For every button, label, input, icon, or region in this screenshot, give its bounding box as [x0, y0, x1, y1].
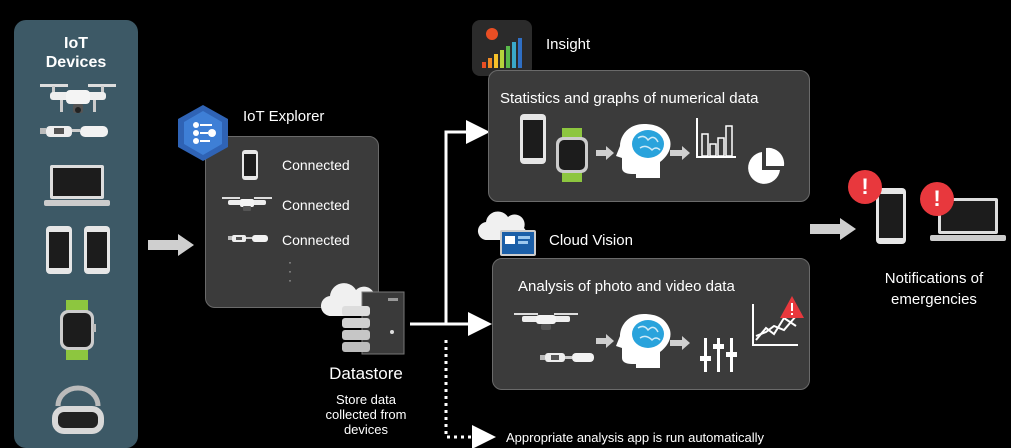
insight-panel-title: Statistics and graphs of numerical data — [500, 90, 759, 107]
smartwatch-icon — [60, 300, 96, 360]
cv-glasses-icon — [540, 353, 594, 362]
insight-arrow-2 — [670, 146, 690, 160]
cloud-vision-title: Cloud Vision — [549, 232, 633, 249]
ellipsis-dots: ··· — [288, 255, 292, 287]
insight-app-icon — [472, 20, 532, 76]
iot-devices-title: IoT Devices — [45, 35, 107, 71]
brain-icon — [616, 124, 671, 178]
anomaly-line-chart-icon — [752, 304, 798, 346]
arrow-to-explorer — [148, 234, 194, 256]
insight-phone-icon — [520, 114, 546, 164]
warning-triangle-icon — [780, 296, 804, 318]
iot-explorer-logo-icon — [178, 105, 228, 161]
datastore-description: Store data collected from devices — [325, 392, 407, 437]
alert-badge-icon: ! — [848, 170, 882, 204]
insight-title: Insight — [546, 36, 591, 53]
notification-laptop-icon — [930, 198, 1006, 241]
vr-headset-icon — [52, 385, 104, 434]
iot-explorer-title: IoT Explorer — [243, 108, 325, 125]
insight-arrow-1 — [596, 146, 614, 160]
alert-badge-icon: ! — [920, 182, 954, 216]
footer-note: Appropriate analysis app is run automati… — [506, 430, 764, 445]
laptop-icon — [44, 165, 110, 206]
tablet-phone-icon — [84, 226, 110, 274]
iot-devices-panel: IoT Devices — [14, 20, 138, 448]
drone-icon — [40, 84, 116, 113]
explorer-row-status: Connected — [282, 157, 350, 173]
cv-brain-icon — [616, 314, 671, 368]
equalizer-sliders-icon — [700, 338, 737, 372]
bar-chart-icon — [696, 118, 736, 158]
datastore-label: Datastore — [329, 364, 403, 383]
pie-chart-icon — [748, 147, 785, 184]
explorer-phone-icon — [242, 150, 258, 180]
cloud-vision-panel-title: Analysis of photo and video data — [518, 278, 735, 295]
cv-arrow-1 — [596, 334, 614, 348]
notification-phone-icon — [876, 188, 906, 244]
explorer-row-status: Connected — [282, 197, 350, 213]
insight-watch-icon — [556, 128, 588, 182]
explorer-row-status: Connected — [282, 232, 350, 248]
iot-explorer-panel — [205, 136, 379, 308]
explorer-drone-icon — [222, 197, 272, 211]
cv-arrow-2 — [670, 336, 690, 350]
smart-glasses-icon — [40, 126, 108, 137]
server-icon — [342, 291, 405, 355]
explorer-glasses-icon — [228, 235, 268, 242]
smartphone-icon — [46, 226, 72, 274]
arrow-to-notifications — [810, 218, 856, 240]
notifications-label: Notifications of emergencies — [884, 270, 984, 308]
cv-drone-icon — [514, 313, 578, 330]
